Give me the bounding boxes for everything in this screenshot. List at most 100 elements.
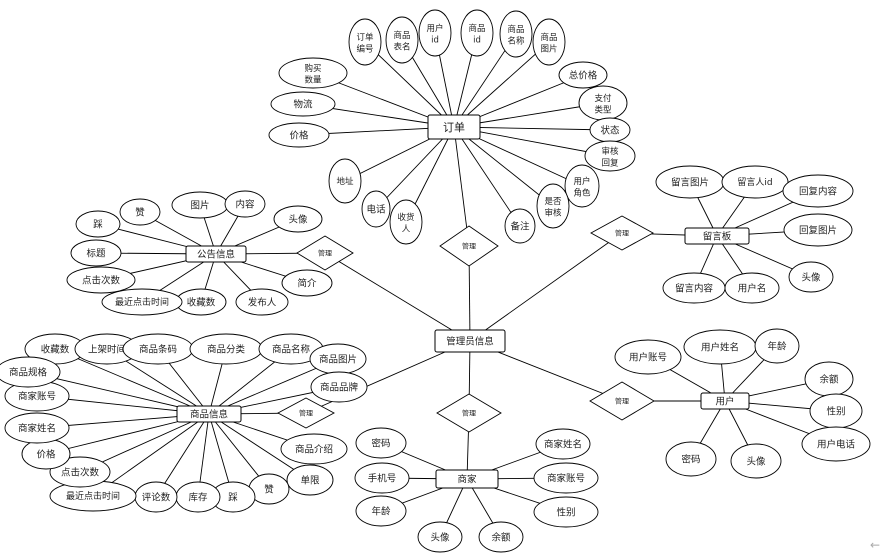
shape-label: 管理: [615, 229, 629, 238]
entity-notice: 公告信息: [185, 245, 247, 263]
attribute-order: 商品表名: [385, 16, 419, 64]
shape-label: 订单: [443, 121, 465, 134]
attribute-merchant: 商家账号: [533, 462, 599, 494]
arrow-left-icon[interactable]: ←: [869, 538, 881, 552]
shape-label: 备注: [510, 220, 530, 232]
shape-label: 余额: [491, 531, 511, 543]
shape-label: 商品名称: [507, 24, 525, 47]
attribute-user: 用户账号: [614, 339, 682, 375]
shape-label: 用户账号: [629, 351, 667, 363]
attribute-notice: 标题: [70, 239, 122, 267]
attribute-order: 审核回复: [584, 140, 636, 172]
connector-line: [54, 348, 210, 415]
connector-line: [324, 252, 471, 342]
shape-label: 单限: [300, 474, 320, 486]
shape-label: 头像: [288, 213, 308, 225]
shape-label: 回复内容: [799, 185, 838, 197]
shape-label: 密码: [371, 437, 390, 449]
shape-label: 点击次数: [61, 466, 100, 478]
shape-label: 电话: [366, 203, 386, 215]
shape-label: 评论数: [142, 491, 171, 503]
attribute-order: 订单编号: [348, 18, 382, 66]
attribute-order: 商品名称: [499, 10, 533, 58]
attribute-goods: 商家账号: [4, 380, 70, 412]
attribute-order: 用户角色: [564, 164, 600, 208]
connector-line: [453, 126, 554, 207]
shape-label: 头像: [430, 531, 450, 543]
shape-label: 地址: [336, 176, 354, 187]
shape-label: 商家姓名: [544, 438, 582, 450]
shape-label: 上架时间: [88, 343, 126, 355]
attribute-order: 是否审核: [536, 183, 570, 229]
attribute-order: 支付类型: [578, 85, 628, 121]
shape-label: 总价格: [569, 69, 598, 81]
attribute-order: 物流: [270, 91, 336, 117]
shape-label: 最近点击时间: [115, 296, 169, 308]
shape-label: 踩: [93, 219, 103, 230]
shape-label: 审核回复: [601, 146, 619, 169]
entity-center: 管理员信息: [434, 329, 506, 353]
shape-label: 收货人: [397, 212, 415, 235]
shape-label: 商品品牌: [320, 381, 359, 393]
attribute-notice: 图片: [171, 191, 229, 219]
shape-label: 头像: [746, 455, 766, 467]
attribute-goods: 最近点击时间: [49, 480, 137, 512]
shape-label: 商家账号: [547, 472, 585, 484]
shape-label: 商品条码: [139, 343, 177, 355]
shape-label: 价格: [36, 448, 56, 460]
shape-label: 简介: [297, 277, 317, 289]
attribute-order: 电话: [361, 190, 391, 228]
attribute-user: 用户电话: [801, 426, 871, 462]
shape-label: 管理员信息: [446, 335, 494, 347]
shape-label: 管理: [615, 397, 629, 406]
shape-label: 支付类型: [594, 93, 612, 116]
attribute-merchant: 密码: [355, 427, 407, 459]
shape-label: 性别: [826, 405, 845, 417]
relationship-diamond: 管理: [439, 225, 499, 267]
relationship-diamond: 管理: [296, 235, 354, 271]
relationship-diamond: 管理: [436, 393, 502, 433]
shape-label: 商家账号: [18, 390, 56, 402]
shape-label: 用户电话: [817, 438, 856, 450]
attribute-order: 购买数量: [278, 57, 348, 89]
shape-label: 商家: [457, 473, 477, 485]
shape-label: 购买数量: [304, 63, 322, 86]
entity-order: 订单: [427, 114, 481, 140]
attribute-goods: 上架时间: [74, 333, 140, 365]
shape-label: 商品规格: [9, 366, 48, 378]
shape-label: 点击次数: [82, 274, 121, 286]
entity-merchant: 商家: [435, 469, 499, 489]
attribute-order: 状态: [589, 117, 631, 143]
shape-label: 图片: [190, 199, 209, 211]
attribute-order: 备注: [504, 208, 536, 244]
connector-line: [453, 126, 470, 247]
attribute-goods: 商品分类: [189, 333, 263, 365]
shape-label: 标题: [86, 247, 106, 259]
shape-label: 商品分类: [207, 343, 246, 355]
shape-label: 内容: [235, 198, 255, 210]
attribute-message: 用户名: [724, 272, 780, 304]
shape-label: 商品表名: [393, 30, 410, 53]
shape-label: 年龄: [767, 340, 787, 352]
shape-label: 年龄: [371, 505, 391, 517]
shape-label: 是否审核: [544, 197, 562, 219]
attribute-goods: 点击次数: [49, 456, 111, 488]
attribute-merchant: 商家姓名: [535, 428, 591, 460]
shape-label: 密码: [681, 453, 700, 465]
connector-line: [453, 126, 521, 227]
attribute-user: 用户姓名: [683, 329, 757, 365]
attribute-goods: 商品图片: [309, 343, 367, 375]
shape-label: 用户角色: [573, 176, 591, 199]
shape-label: 用户: [715, 395, 734, 407]
attribute-merchant: 年龄: [355, 495, 407, 527]
attribute-merchant: 余额: [478, 521, 524, 553]
connector-line: [208, 413, 311, 481]
shape-label: 留言人id: [737, 176, 772, 188]
attribute-user: 性别: [809, 393, 863, 429]
attribute-order: 地址: [328, 158, 362, 204]
shape-label: 赞: [264, 483, 274, 495]
attribute-goods: 商家姓名: [4, 412, 70, 444]
entity-message: 留言板: [684, 227, 750, 245]
attribute-merchant: 头像: [417, 521, 463, 553]
